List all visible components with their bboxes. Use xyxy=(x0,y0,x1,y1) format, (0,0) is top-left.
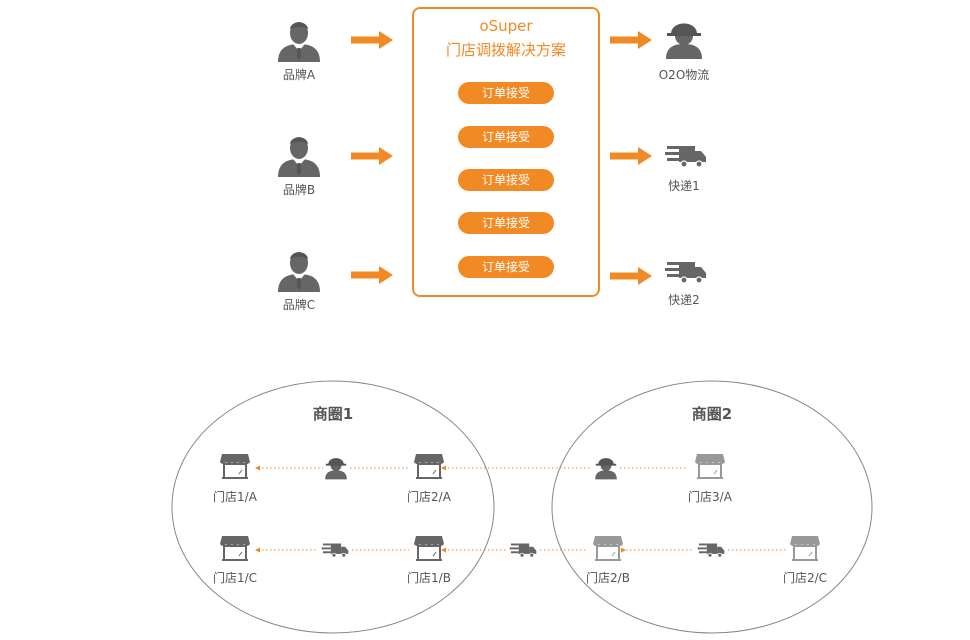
business-zone-2 xyxy=(551,380,873,634)
brand-label: 品牌A xyxy=(282,68,316,82)
delivery-truck-icon xyxy=(697,543,725,558)
courier-icon xyxy=(666,23,702,59)
arrow-right-icon xyxy=(610,31,652,49)
delivery-truck-icon xyxy=(509,543,537,558)
store-label: 门店1/A xyxy=(213,490,257,504)
logistics-label: 快递1 xyxy=(668,179,700,193)
arrow-right-icon xyxy=(351,31,393,49)
courier-icon xyxy=(595,458,617,480)
zone-title: 商圈2 xyxy=(691,405,733,423)
arrow-right-icon xyxy=(351,147,393,165)
store-icon xyxy=(413,453,445,479)
store-label: 门店2/A xyxy=(407,490,451,504)
order-accept-pill: 订单接受 xyxy=(458,126,554,148)
store-icon xyxy=(413,535,445,561)
courier-icon xyxy=(325,458,347,480)
store-label: 门店2/C xyxy=(782,571,828,585)
order-accept-pill: 订单接受 xyxy=(458,256,554,278)
delivery-truck-icon xyxy=(664,145,707,168)
store-label: 门店1/B xyxy=(407,571,451,585)
store-icon xyxy=(219,535,251,561)
delivery-truck-icon xyxy=(321,543,349,558)
business-zone-1 xyxy=(171,380,495,634)
logistics-label: O2O物流 xyxy=(658,68,710,82)
businessman-icon xyxy=(278,137,320,177)
store-icon xyxy=(592,535,624,561)
order-accept-pill: 订单接受 xyxy=(458,169,554,191)
arrow-right-icon xyxy=(610,267,652,285)
arrow-right-icon xyxy=(610,147,652,165)
store-icon xyxy=(694,453,726,479)
delivery-truck-icon xyxy=(664,261,707,284)
store-label: 门店3/A xyxy=(688,490,732,504)
store-label: 门店2/B xyxy=(586,571,630,585)
order-accept-pill: 订单接受 xyxy=(458,212,554,234)
hub-subtitle: 门店调拨解决方案 xyxy=(445,41,566,59)
hub-title: oSuper xyxy=(479,17,533,35)
businessman-icon xyxy=(278,252,320,292)
businessman-icon xyxy=(278,22,320,62)
brand-label: 品牌C xyxy=(282,298,316,312)
logistics-label: 快递2 xyxy=(668,293,700,307)
store-icon xyxy=(789,535,821,561)
store-icon xyxy=(219,453,251,479)
arrow-right-icon xyxy=(351,266,393,284)
osuper-solution-box: oSuper 门店调拨解决方案 xyxy=(412,7,600,297)
zone-title: 商圈1 xyxy=(312,405,354,423)
brand-label: 品牌B xyxy=(282,183,316,197)
store-label: 门店1/C xyxy=(212,571,258,585)
order-accept-pill: 订单接受 xyxy=(458,82,554,104)
